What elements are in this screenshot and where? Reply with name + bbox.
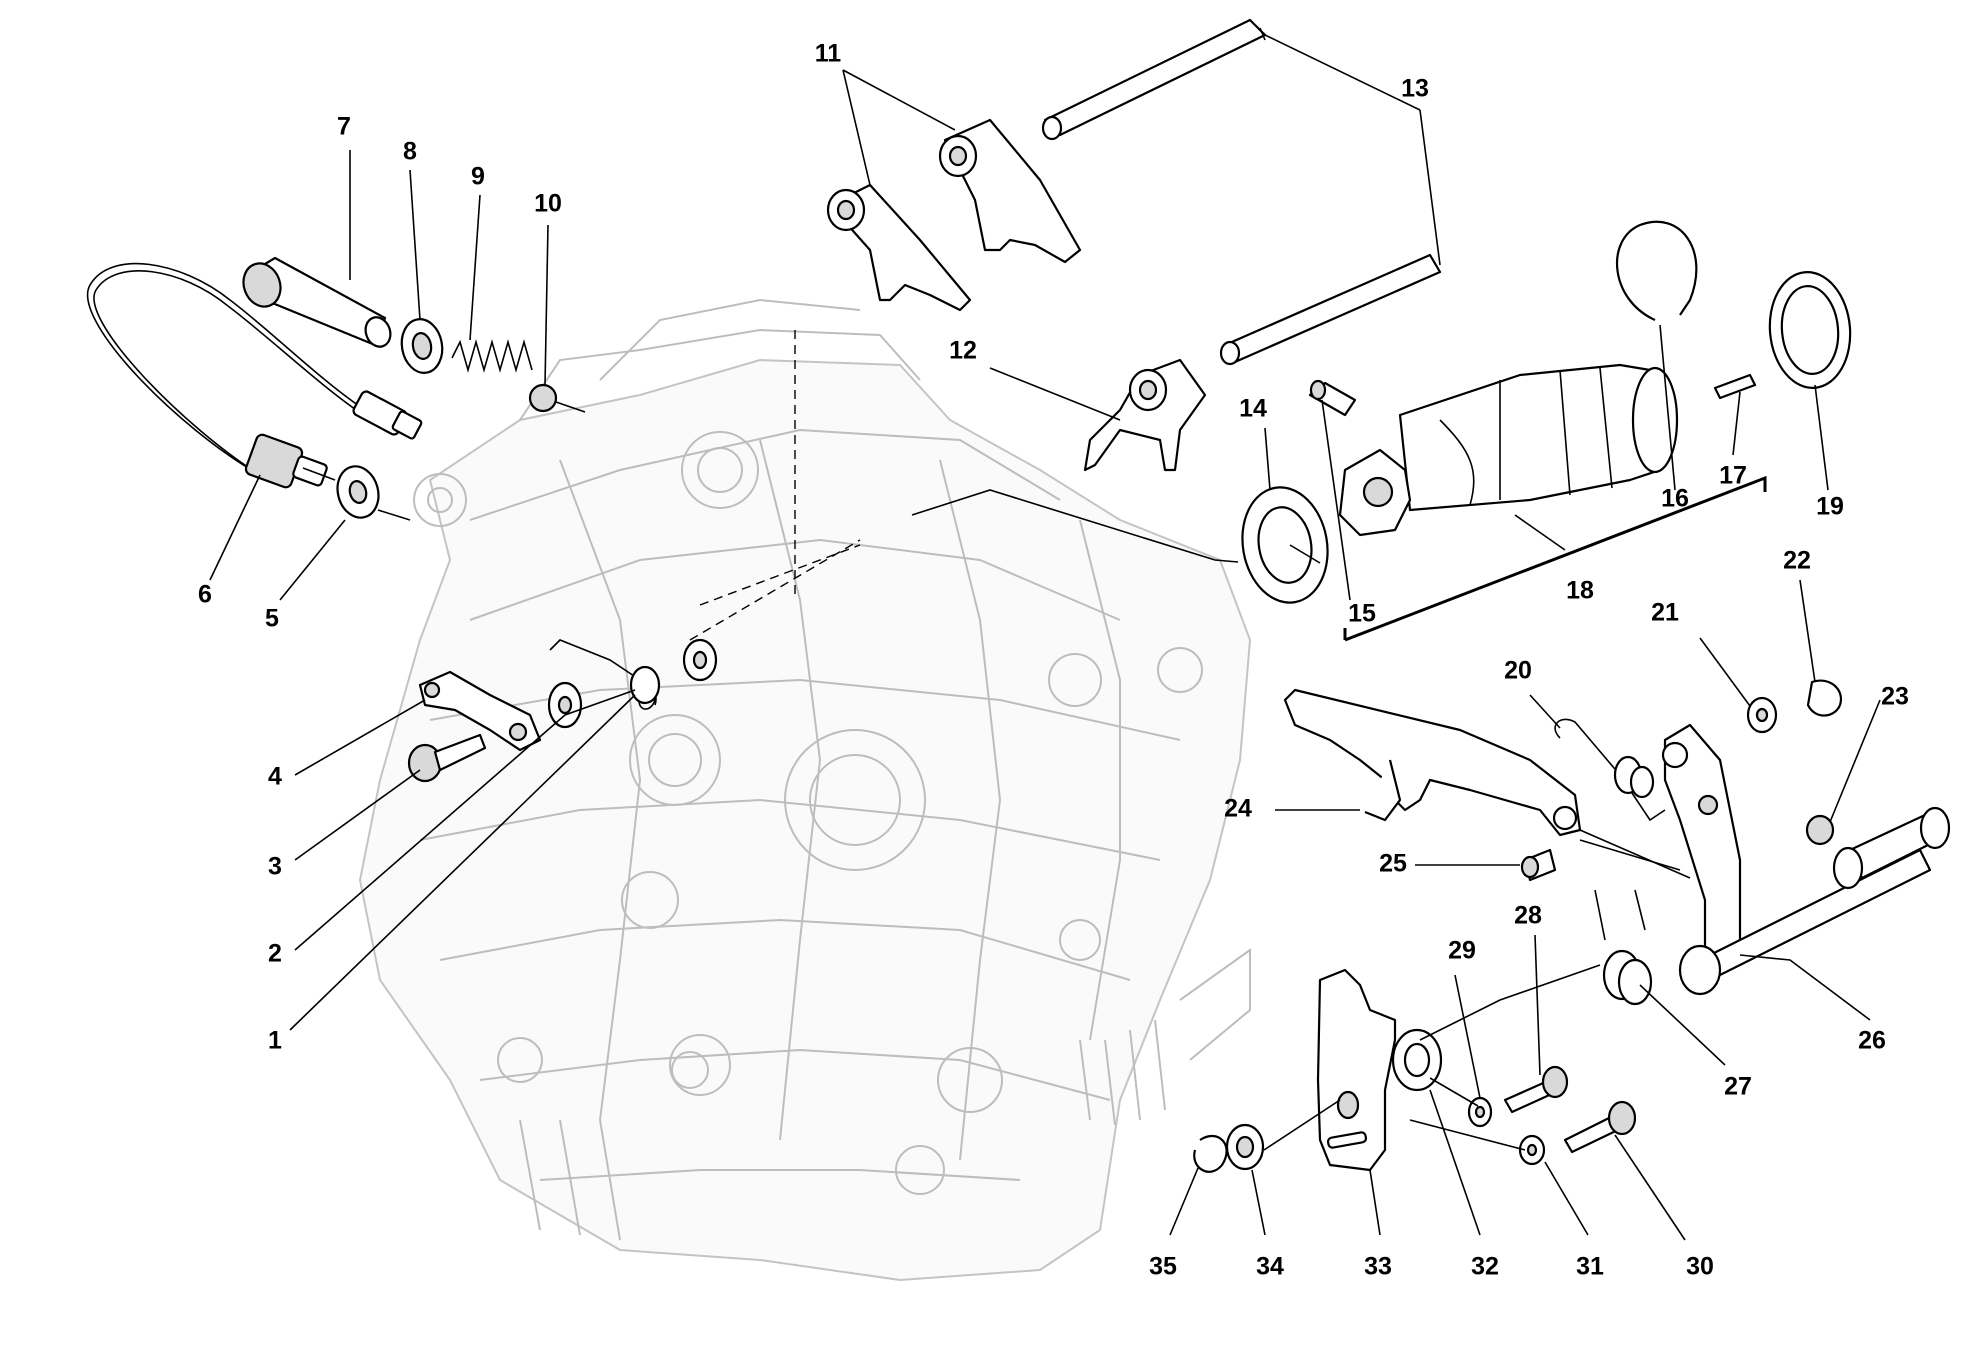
washer-34: [1225, 1123, 1265, 1171]
label-35: 35: [1149, 1253, 1177, 1281]
spring-27: [1594, 889, 1653, 1006]
label-15: 15: [1348, 600, 1376, 628]
label-27: 27: [1724, 1073, 1752, 1101]
label-6: 6: [198, 581, 212, 609]
spring-9: [451, 339, 533, 373]
washer-21: [1746, 696, 1778, 734]
label-24: 24: [1224, 795, 1252, 823]
neutral-sensor-cable: [86, 262, 423, 476]
label-23: 23: [1881, 683, 1909, 711]
ball-10: [528, 383, 558, 413]
part-labels: 1 2 3 4 5 6 7 8 9 10 11 12 13 14 15 16 1…: [198, 40, 1909, 1281]
detent-plunger-body-7: [242, 256, 392, 348]
label-31: 31: [1576, 1253, 1604, 1281]
label-34: 34: [1256, 1253, 1284, 1281]
bolt-28: [1503, 1065, 1569, 1114]
label-2: 2: [268, 940, 282, 968]
label-10: 10: [534, 190, 562, 218]
leader-lines: [209, 27, 1881, 1241]
label-11: 11: [815, 40, 842, 68]
label-22: 22: [1783, 547, 1811, 575]
label-9: 9: [471, 163, 485, 191]
bearing-14: [1241, 486, 1329, 604]
label-21: 21: [1651, 599, 1679, 627]
label-30: 30: [1686, 1253, 1714, 1281]
shift-shaft-26: [1661, 723, 1951, 996]
label-3: 3: [268, 853, 282, 881]
bushing-23: [1805, 814, 1835, 846]
shift-fork-11b: [938, 118, 1082, 264]
shift-fork-11a: [826, 183, 972, 312]
washer-2: [547, 681, 583, 729]
label-1: 1: [268, 1027, 282, 1055]
shift-fork-12: [1083, 358, 1207, 472]
spring-20: [1554, 718, 1666, 822]
circlip-16: [1616, 220, 1698, 322]
label-32: 32: [1471, 1253, 1499, 1281]
washer-31: [1518, 1134, 1546, 1166]
circlip-35: [1193, 1134, 1228, 1173]
label-26: 26: [1858, 1027, 1886, 1055]
label-29: 29: [1448, 937, 1476, 965]
selector-drum-18: [1338, 363, 1679, 537]
crankcase-outline: [358, 298, 1252, 1282]
label-18: 18: [1566, 577, 1594, 605]
label-33: 33: [1364, 1253, 1392, 1281]
label-17: 17: [1719, 462, 1747, 490]
bolt-30: [1563, 1100, 1637, 1154]
label-13: 13: [1401, 75, 1429, 103]
sensor-body-6: [244, 433, 328, 489]
assembly-dashed-lines: [689, 330, 861, 641]
fork-rods-13: [1041, 18, 1442, 366]
bearing-19: [1768, 271, 1852, 389]
washer-8: [400, 318, 444, 374]
label-19: 19: [1816, 493, 1844, 521]
label-16: 16: [1661, 485, 1689, 513]
washer-5: [336, 465, 380, 519]
label-25: 25: [1379, 850, 1407, 878]
washer-29: [1467, 1096, 1493, 1128]
label-7: 7: [337, 113, 351, 141]
pin-17: [1713, 373, 1757, 400]
bushing-32: [1391, 1028, 1443, 1092]
pin-15: [1308, 379, 1357, 417]
label-4: 4: [268, 763, 282, 791]
plate-33: [1316, 968, 1397, 1172]
label-12: 12: [949, 337, 977, 365]
label-28: 28: [1514, 902, 1542, 930]
label-8: 8: [403, 138, 417, 166]
ratchet-lever-24: [1283, 688, 1582, 837]
circlip-22: [1806, 679, 1843, 717]
label-14: 14: [1239, 395, 1267, 423]
spring-1: [549, 639, 661, 710]
pin-25: [1520, 848, 1557, 882]
bushing-crankcase: [682, 638, 718, 682]
label-20: 20: [1504, 657, 1532, 685]
label-5: 5: [265, 605, 279, 633]
